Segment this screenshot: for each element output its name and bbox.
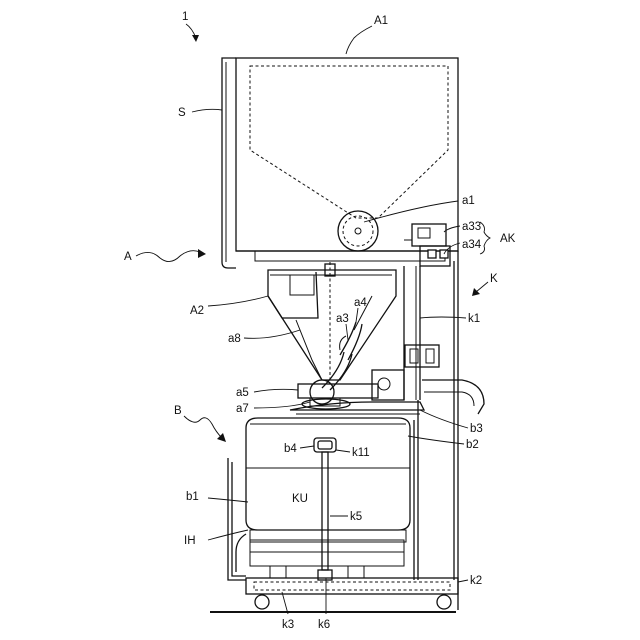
label-B: B	[174, 405, 182, 417]
label-K: K	[490, 273, 498, 285]
base	[210, 566, 458, 612]
label-k3: k3	[282, 619, 294, 631]
tank-b	[228, 418, 410, 580]
label-k5: k5	[350, 511, 362, 523]
label-k2: k2	[470, 575, 482, 587]
label-b3: b3	[470, 423, 483, 435]
label-KU: KU	[292, 493, 308, 505]
label-A1: A1	[374, 15, 388, 27]
label-a8: a8	[228, 333, 241, 345]
label-A2: A2	[190, 305, 204, 317]
label-a3: a3	[336, 313, 349, 325]
grinder-wheel	[338, 211, 378, 251]
label-a1: a1	[462, 195, 475, 207]
label-a5: a5	[236, 387, 249, 399]
label-a4: a4	[354, 297, 367, 309]
bracket-assembly	[404, 224, 450, 266]
funnel-a2	[268, 262, 396, 380]
leader-lines	[136, 24, 490, 614]
label-fig: 1	[182, 11, 188, 23]
label-a7: a7	[236, 403, 249, 415]
label-b2: b2	[466, 439, 479, 451]
label-k6: k6	[318, 619, 330, 631]
label-k1: k1	[468, 313, 480, 325]
label-IH: IH	[184, 535, 196, 547]
hopper-unit	[222, 58, 458, 268]
label-a34: a34	[462, 239, 482, 251]
label-a33: a33	[462, 221, 481, 233]
label-A: A	[124, 251, 132, 263]
label-AK: AK	[500, 233, 516, 245]
label-k11: k11	[352, 447, 370, 459]
label-b4: b4	[284, 443, 297, 455]
label-S: S	[178, 107, 186, 119]
labels: 1 A1 S a1 a33 AK a34 A K A2 a4 k1 a3 a8 …	[124, 11, 516, 631]
label-b1: b1	[186, 491, 199, 503]
